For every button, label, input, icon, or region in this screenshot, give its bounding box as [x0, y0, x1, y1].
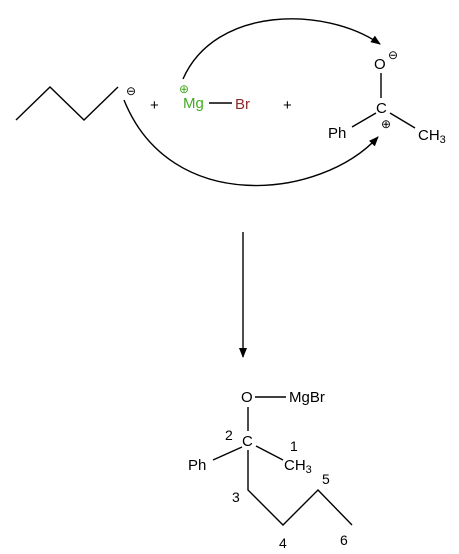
- carbon-number-6: 6: [340, 532, 348, 548]
- arrow-anion-to-carbon: [123, 99, 379, 187]
- product-phenyl: Ph: [188, 457, 206, 474]
- ketone-carbon: C: [376, 100, 387, 117]
- plus-sign-2: +: [283, 97, 292, 114]
- br-label: Br: [235, 96, 250, 113]
- carbon-number-1: 1: [290, 438, 298, 454]
- plus-sign-1: +: [150, 97, 159, 114]
- product-carbon: C: [242, 433, 253, 450]
- carbon-number-5: 5: [322, 471, 330, 487]
- mg-label: Mg: [183, 95, 204, 112]
- c-ph-bond: [351, 112, 377, 128]
- ketone-phenyl: Ph: [328, 125, 346, 142]
- ketone-carbon-charge: ⊕: [381, 117, 391, 131]
- arrow-mg-to-oxygen: [182, 18, 381, 80]
- product-oxygen: O: [241, 389, 253, 406]
- mg-charge: ⊕: [179, 82, 189, 96]
- carbon-number-2: 2: [225, 427, 233, 443]
- carbon-number-3: 3: [232, 489, 240, 505]
- product-butyl-chain: [247, 450, 353, 526]
- ketone-methyl: CH3: [418, 127, 446, 146]
- product-methyl: CH3: [284, 457, 312, 476]
- product-mgbr: MgBr: [289, 389, 325, 406]
- butyl-charge: ⊖: [126, 84, 136, 98]
- product-c-ph-bond: [212, 446, 243, 461]
- carbon-number-4: 4: [279, 535, 287, 551]
- c-ch3-bond: [389, 112, 416, 129]
- butyl-chain: [15, 86, 119, 121]
- ketone-oxygen-charge: ⊖: [388, 48, 398, 62]
- ketone-oxygen: O: [374, 56, 386, 73]
- product-c-ch3-bond: [255, 445, 284, 461]
